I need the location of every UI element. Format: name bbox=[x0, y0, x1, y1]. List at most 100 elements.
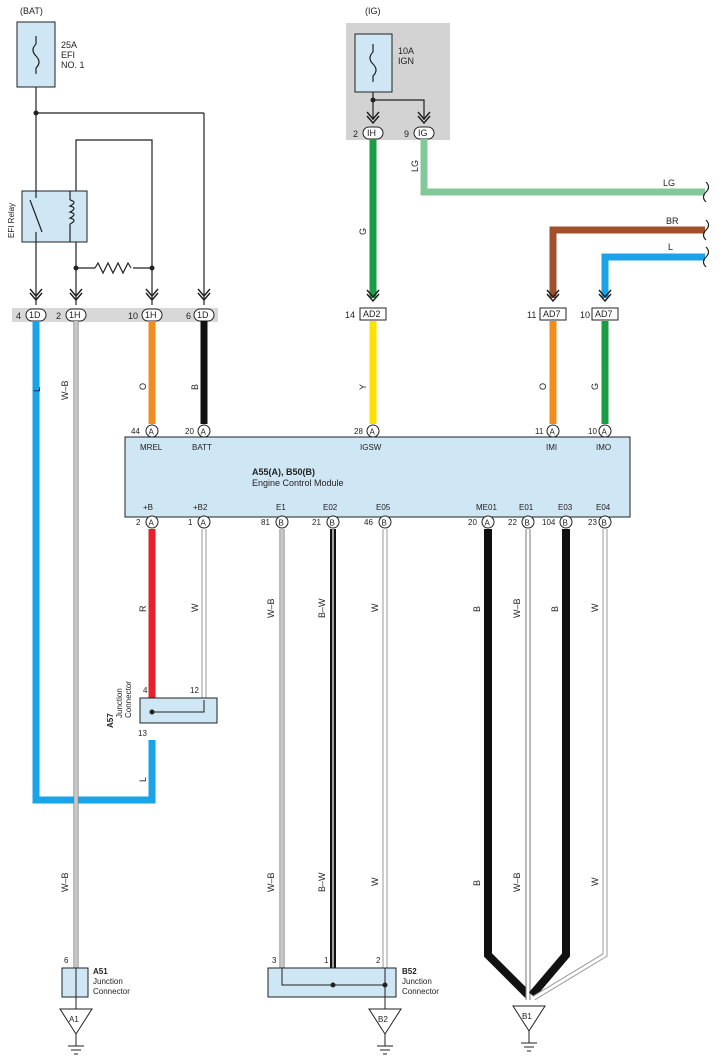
wire-label: W bbox=[370, 603, 380, 612]
wire-b-me01 bbox=[484, 529, 531, 998]
junction-dot bbox=[370, 97, 376, 103]
wire-label: W bbox=[190, 603, 200, 612]
svg-text:81: 81 bbox=[261, 518, 270, 527]
connector-code: 1H bbox=[69, 310, 81, 320]
fuse2-rating: 10A bbox=[398, 46, 414, 56]
wire-label: B–W bbox=[317, 872, 327, 892]
continuation-icon bbox=[702, 246, 710, 268]
junction-connector-a51 bbox=[61, 967, 89, 998]
svg-text:20: 20 bbox=[185, 427, 194, 436]
svg-text:10: 10 bbox=[580, 310, 590, 320]
connector-arrow-icon bbox=[417, 111, 431, 125]
svg-text:22: 22 bbox=[508, 518, 517, 527]
svg-text:IG: IG bbox=[418, 128, 428, 138]
a57-id: A57 bbox=[106, 713, 115, 728]
connector-arrow-icon bbox=[145, 288, 159, 302]
svg-text:IH: IH bbox=[367, 128, 376, 138]
a51-id: A51 bbox=[93, 967, 108, 976]
svg-text:A: A bbox=[550, 428, 556, 437]
fuse1-name1: EFI bbox=[61, 50, 75, 60]
svg-text:104: 104 bbox=[542, 518, 556, 527]
svg-text:21: 21 bbox=[312, 518, 321, 527]
svg-text:E05: E05 bbox=[376, 503, 391, 512]
mid-connector-ad7-11: 11 AD7 bbox=[527, 307, 567, 321]
wire-label: Y bbox=[358, 384, 368, 390]
connector-arrow-icon bbox=[598, 289, 612, 303]
bat-label: (BAT) bbox=[20, 6, 43, 16]
wire-label: LG bbox=[410, 160, 420, 172]
b52-id: B52 bbox=[402, 967, 417, 976]
connector-arrow-icon bbox=[197, 288, 211, 302]
pin-number: 3 bbox=[272, 956, 277, 965]
svg-text:A: A bbox=[485, 519, 491, 528]
svg-text:IMO: IMO bbox=[596, 443, 611, 452]
wire-label: W–B bbox=[266, 872, 276, 892]
svg-text:B: B bbox=[382, 519, 387, 528]
svg-text:11: 11 bbox=[527, 310, 536, 320]
svg-text:A: A bbox=[201, 428, 207, 437]
svg-text:+B: +B bbox=[143, 503, 153, 512]
connector-code: 1H bbox=[145, 310, 157, 320]
junction-dot bbox=[33, 110, 39, 116]
svg-text:14: 14 bbox=[345, 310, 355, 320]
svg-text:A: A bbox=[201, 519, 207, 528]
fuse-efi-no1 bbox=[16, 21, 56, 88]
pin-number: 1 bbox=[324, 956, 329, 965]
svg-text:AD2: AD2 bbox=[363, 309, 381, 319]
connector-arrow-icon bbox=[546, 289, 560, 303]
connector-arrow-icon bbox=[69, 288, 83, 302]
wire-label: B bbox=[190, 384, 200, 390]
fuse-icon bbox=[369, 44, 377, 82]
wire-label: W–B bbox=[512, 872, 522, 892]
ecm-pin-imi: A 11 IMI bbox=[535, 424, 560, 452]
ecm-pin-batt: A 20 BATT bbox=[185, 424, 212, 452]
pin-number: 13 bbox=[138, 729, 147, 738]
fuse2-name1: IGN bbox=[398, 56, 414, 66]
svg-text:A: A bbox=[370, 428, 376, 437]
wire-label: G bbox=[590, 383, 600, 390]
connector-code: 1D bbox=[197, 310, 209, 320]
wire-label: W–B bbox=[60, 872, 70, 892]
wire-label: L bbox=[138, 777, 148, 782]
fuse1-rating: 25A bbox=[61, 40, 77, 50]
a57-line1: Junction bbox=[115, 688, 124, 718]
svg-text:44: 44 bbox=[131, 427, 140, 436]
svg-text:AD7: AD7 bbox=[543, 309, 561, 319]
svg-text:BATT: BATT bbox=[192, 443, 212, 452]
svg-text:23: 23 bbox=[588, 518, 597, 527]
wire-label: L bbox=[32, 387, 42, 392]
wire-label: B bbox=[550, 606, 560, 612]
wire-label: L bbox=[668, 242, 673, 252]
continuation-icon bbox=[702, 219, 710, 241]
ecm-pin-mrel: A 44 MREL bbox=[131, 424, 163, 452]
svg-text:E02: E02 bbox=[323, 503, 338, 512]
fuse1-name2: NO. 1 bbox=[61, 60, 85, 70]
svg-text:B: B bbox=[563, 519, 568, 528]
wire-b-e03 bbox=[528, 529, 570, 998]
wire-l-left bbox=[32, 321, 156, 804]
svg-text:A: A bbox=[602, 428, 608, 437]
wire-label: W–B bbox=[512, 598, 522, 618]
fuse-icon bbox=[32, 36, 40, 74]
wire-label: B–W bbox=[317, 598, 327, 618]
wire-label: B bbox=[472, 880, 482, 886]
svg-text:ME01: ME01 bbox=[476, 503, 497, 512]
connector-band bbox=[12, 308, 218, 322]
relay-switch-icon bbox=[29, 199, 43, 233]
svg-text:11: 11 bbox=[535, 427, 544, 436]
svg-text:B: B bbox=[525, 519, 530, 528]
ground-icon: B1 bbox=[512, 1005, 546, 1052]
svg-text:IMI: IMI bbox=[546, 443, 557, 452]
pin-number: 12 bbox=[190, 686, 199, 695]
wire-label: W bbox=[590, 877, 600, 886]
junction-dot bbox=[149, 709, 155, 715]
engine-control-module bbox=[124, 436, 631, 518]
junction-dot bbox=[382, 982, 388, 988]
svg-text:46: 46 bbox=[364, 518, 373, 527]
relay-coil-icon bbox=[68, 199, 75, 225]
wire-lg bbox=[420, 139, 705, 196]
fuse-ign bbox=[354, 33, 393, 93]
pin-number: 4 bbox=[16, 311, 21, 321]
ig-label: (IG) bbox=[365, 6, 381, 16]
